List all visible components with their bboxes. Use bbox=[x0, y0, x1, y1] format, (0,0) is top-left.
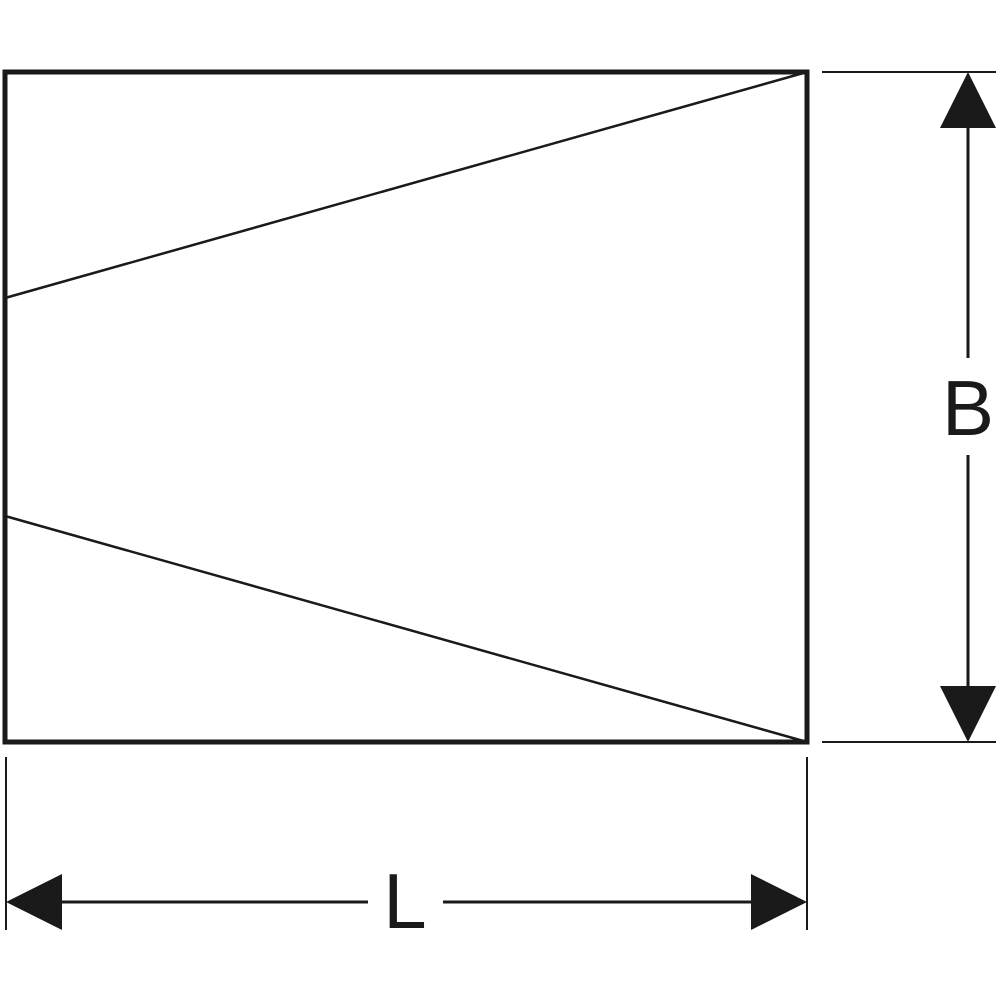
arrow-up-icon bbox=[940, 72, 996, 128]
slope-line-upper bbox=[4, 70, 808, 300]
arrow-down-icon bbox=[940, 686, 996, 742]
shape-outline bbox=[2, 69, 810, 745]
arrow-right-icon bbox=[751, 874, 807, 930]
width-label: L bbox=[383, 857, 426, 945]
arrow-left-icon bbox=[6, 874, 62, 930]
slope-line-lower bbox=[4, 514, 808, 744]
height-label: B bbox=[942, 364, 994, 452]
